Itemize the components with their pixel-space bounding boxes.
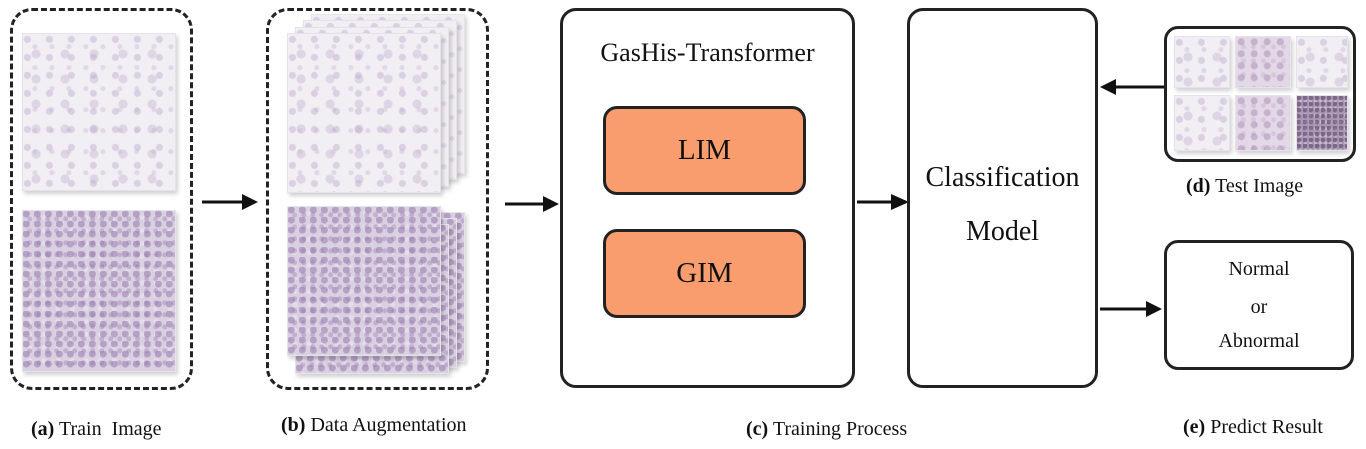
train-image-panel xyxy=(10,8,193,390)
arrow-classification-to-predict xyxy=(1100,301,1162,317)
augmentation-label: Data Augmentation xyxy=(310,414,467,436)
augmentation-tag: (b) xyxy=(281,414,306,436)
training-process-tag: (c) xyxy=(746,418,769,440)
arrow-test-to-classification xyxy=(1100,79,1164,95)
classification-model-box xyxy=(907,8,1098,388)
training-process-caption: (c) Training Process xyxy=(746,418,907,441)
augmentation-panel xyxy=(266,8,489,390)
classification-model-line1: Classification xyxy=(925,162,1080,193)
predict-result-tag: (e) xyxy=(1183,416,1206,438)
train-image-tag: (a) xyxy=(31,418,55,440)
predict-result-or: or xyxy=(1250,296,1268,318)
test-image-label: Test Image xyxy=(1215,175,1304,197)
test-image-tag: (d) xyxy=(1186,175,1211,197)
test-image-5 xyxy=(1235,95,1291,151)
test-image-1 xyxy=(1174,36,1230,88)
arrow-training-to-classification xyxy=(857,194,909,210)
predict-result-label: Predict Result xyxy=(1210,416,1323,438)
train-image-abnormal xyxy=(22,210,176,372)
test-image-caption: (d) Test Image xyxy=(1186,175,1303,198)
test-image-2 xyxy=(1235,36,1291,88)
predict-result-box xyxy=(1164,240,1354,370)
augmentation-caption: (b) Data Augmentation xyxy=(281,414,467,437)
augmented-image-normal xyxy=(287,33,441,193)
test-image-3 xyxy=(1296,36,1348,88)
test-image-4 xyxy=(1174,95,1230,151)
gim-module: GIM xyxy=(603,229,806,318)
augmented-image-abnormal xyxy=(287,206,441,356)
predict-result-abnormal: Abnormal xyxy=(1218,330,1300,352)
train-image-label: Train Image xyxy=(58,418,162,440)
arrow-augmentation-to-training xyxy=(505,196,559,212)
training-process-label: Training Process xyxy=(772,418,908,440)
predict-result-caption: (e) Predict Result xyxy=(1183,416,1323,439)
gim-module-label: GIM xyxy=(676,257,733,289)
train-image-normal xyxy=(22,33,176,191)
model-title: GasHis-Transformer xyxy=(600,38,815,67)
predict-result-normal: Normal xyxy=(1228,258,1290,280)
lim-module-label: LIM xyxy=(677,134,732,166)
lim-module: LIM xyxy=(603,106,806,195)
classification-model-line2: Model xyxy=(965,216,1040,247)
test-image-6 xyxy=(1296,95,1348,151)
arrow-train-to-augmentation xyxy=(202,194,258,210)
training-process-box xyxy=(560,8,855,388)
train-image-caption: (a) Train Image xyxy=(31,418,162,441)
